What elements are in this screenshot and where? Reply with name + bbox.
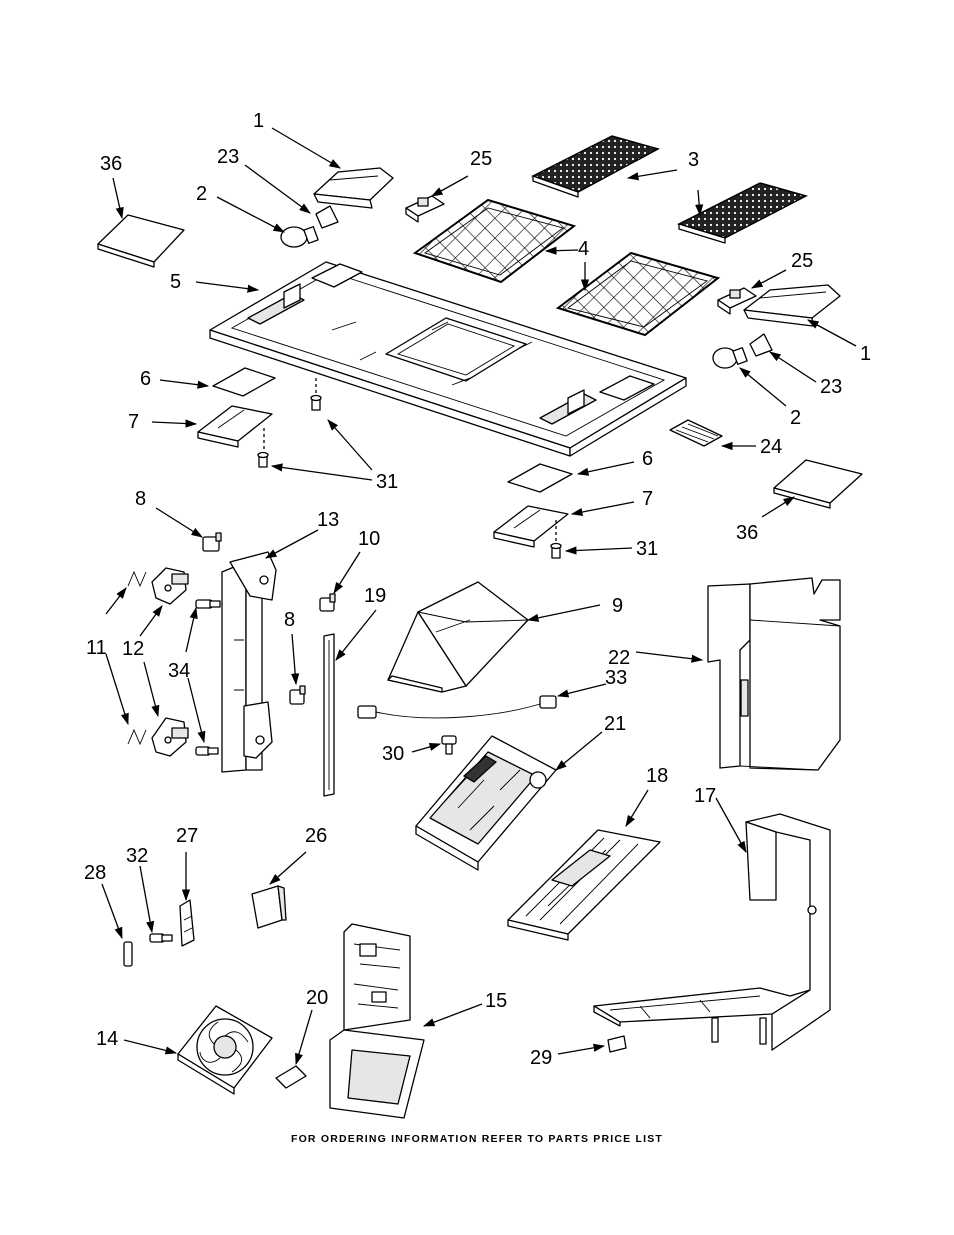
part-2-bulb-left <box>280 226 319 248</box>
callout-26: 26 <box>305 825 327 847</box>
part-34-screw-upper <box>195 599 221 609</box>
part-12-latch-lower <box>151 717 189 757</box>
part-6-label-right <box>507 463 573 493</box>
part-7-bracket-left <box>197 405 273 448</box>
callout-3: 3 <box>688 149 699 171</box>
callout-4: 4 <box>578 238 589 260</box>
part-25-switch-left <box>405 195 445 223</box>
part-5-bottom-plate <box>209 261 687 457</box>
part-17-cavity-frame <box>593 813 831 1051</box>
part-8-switch-upper <box>202 532 222 552</box>
callout-6-right: 6 <box>642 448 653 470</box>
part-11-spring-lower <box>127 728 147 746</box>
callout-24: 24 <box>760 436 782 458</box>
callout-10: 10 <box>358 528 380 550</box>
callout-36: 36 <box>100 153 122 175</box>
callout-22: 22 <box>608 647 630 669</box>
part-19-choke-strip <box>323 633 335 797</box>
callout-14: 14 <box>96 1028 118 1050</box>
part-8-switch-lower <box>289 685 306 705</box>
callout-23-right: 23 <box>820 376 842 398</box>
callout-33: 33 <box>605 667 627 689</box>
part-12-latch-upper <box>151 567 189 605</box>
callout-18: 18 <box>646 765 668 787</box>
part-2-bulb-right <box>712 347 748 369</box>
part-1-light-cover-left <box>313 167 394 209</box>
part-25-switch-right <box>717 287 757 315</box>
part-10-switch <box>319 593 336 612</box>
part-36-pad-right <box>773 459 863 509</box>
part-31-screw-left <box>257 451 269 468</box>
part-23-socket-left <box>315 205 339 229</box>
part-22-air-duct <box>707 577 841 771</box>
callout-28: 28 <box>84 862 106 884</box>
callout-13: 13 <box>317 509 339 531</box>
callout-20: 20 <box>306 987 328 1009</box>
part-4-filter-right <box>555 251 721 337</box>
callout-1-right: 1 <box>860 343 871 365</box>
part-20-gasket <box>275 1065 307 1089</box>
footer-note: FOR ORDERING INFORMATION REFER TO PARTS … <box>291 1133 663 1145</box>
callout-31: 31 <box>376 471 398 493</box>
part-33-wire-harness <box>357 695 557 719</box>
callout-8-lower: 8 <box>284 609 295 631</box>
callout-1: 1 <box>253 110 264 132</box>
callout-36-right: 36 <box>736 522 758 544</box>
callout-32: 32 <box>126 845 148 867</box>
part-3-grease-filter-right <box>676 182 809 244</box>
callout-25: 25 <box>470 148 492 170</box>
part-13-latch-bracket <box>221 551 277 773</box>
callout-9: 9 <box>612 595 623 617</box>
part-21-control-panel <box>415 735 557 871</box>
callout-31-right: 31 <box>636 538 658 560</box>
part-1-light-cover-right <box>743 284 841 327</box>
part-27-fuse-holder <box>179 899 195 947</box>
part-36-pad-left <box>97 214 185 268</box>
part-32-screw <box>149 933 173 943</box>
callout-11: 11 <box>86 637 107 659</box>
callout-15: 15 <box>485 990 507 1012</box>
callout-19: 19 <box>364 585 386 607</box>
callout-27: 27 <box>176 825 198 847</box>
part-34-screw-lower <box>195 746 219 756</box>
part-18-inner-panel <box>507 829 661 941</box>
part-15-side-panel <box>329 923 425 1119</box>
callout-17: 17 <box>694 785 716 807</box>
part-6-label-left <box>212 367 276 397</box>
leader-lines <box>101 127 857 1066</box>
part-31-screw-right <box>550 542 562 559</box>
callout-2: 2 <box>196 183 207 205</box>
callout-7: 7 <box>128 411 139 433</box>
part-28-fuse <box>123 941 133 967</box>
part-3-grease-filter-top <box>531 135 660 198</box>
callout-8: 8 <box>135 488 146 510</box>
callout-23: 23 <box>217 146 239 168</box>
callout-25-right: 25 <box>791 250 813 272</box>
part-11-spring-upper <box>127 570 147 588</box>
callout-2-right: 2 <box>790 407 801 429</box>
part-7-bracket-right <box>493 505 569 548</box>
callout-21: 21 <box>604 713 626 735</box>
part-14-cooling-fan <box>177 1005 273 1095</box>
part-29-clip <box>607 1035 627 1053</box>
callout-7-right: 7 <box>642 488 653 510</box>
part-4-filter-left <box>412 198 577 284</box>
part-31-screw-upper <box>310 394 322 411</box>
part-23-socket-right <box>749 333 773 357</box>
callout-labels: 1 23 2 36 25 3 4 5 25 1 23 2 6 7 31 24 6… <box>84 110 871 1069</box>
callout-29: 29 <box>530 1047 552 1069</box>
part-9-vent-duct <box>387 581 529 693</box>
callout-12: 12 <box>122 638 144 660</box>
part-26-module <box>251 885 287 929</box>
callout-6: 6 <box>140 368 151 390</box>
callout-34: 34 <box>168 660 190 682</box>
callout-5: 5 <box>170 271 181 293</box>
part-24-bracket <box>669 419 723 447</box>
callout-30: 30 <box>382 743 404 765</box>
part-30-screw <box>441 735 457 755</box>
